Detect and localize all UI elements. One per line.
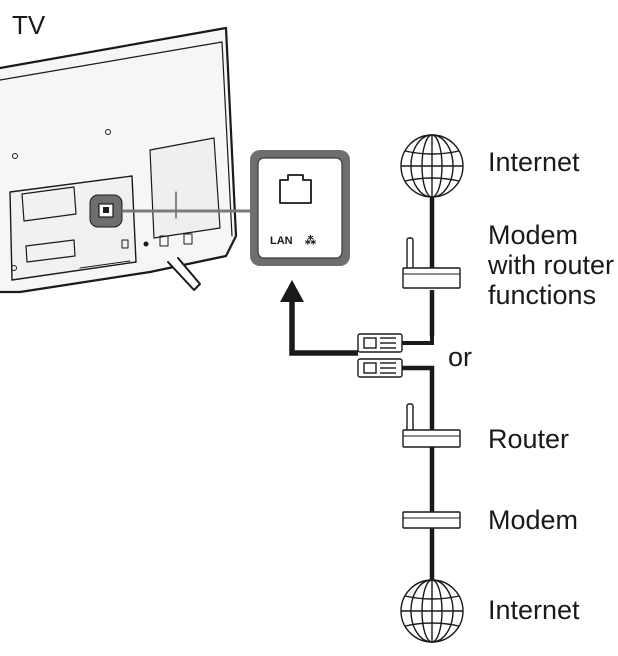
internet-label-bottom: Internet [488, 595, 580, 625]
modem-label: Modem [488, 505, 579, 535]
tv-lan-port-highlight [89, 194, 123, 228]
lan-label: LAN [270, 235, 293, 247]
router-icon [402, 237, 461, 289]
tv-label: TV [12, 10, 46, 40]
modem-router-label: Modem with router functions [488, 220, 615, 310]
network-icon: ⁂ [305, 234, 316, 247]
internet-label-top: Internet [488, 147, 580, 177]
router-icon [402, 403, 461, 448]
tv-cable [280, 280, 358, 356]
or-label: or [448, 342, 473, 372]
globe-icon [400, 579, 464, 643]
lan-port-callout: LAN ⁂ [250, 150, 350, 266]
bottom-option-cables [402, 365, 435, 592]
tv-rear-panel [0, 26, 238, 294]
modem-icon [402, 511, 461, 529]
arrow-up-icon [280, 280, 304, 302]
rj45-connector-icon [357, 333, 403, 353]
router-label: Router [488, 424, 570, 454]
ethernet-port-icon [279, 174, 312, 204]
rj45-connector-icon [357, 358, 403, 378]
globe-icon [400, 134, 464, 198]
top-option-cables [402, 196, 435, 345]
